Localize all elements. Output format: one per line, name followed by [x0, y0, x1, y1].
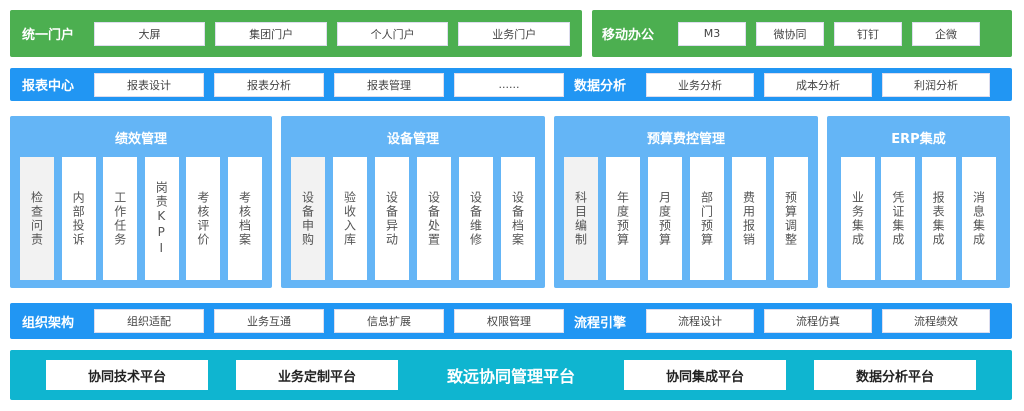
report-item[interactable]: ......	[454, 72, 564, 97]
mobile-item[interactable]: 钉钉	[834, 21, 902, 46]
analysis-item[interactable]: 利润分析	[882, 72, 990, 97]
module-item[interactable]: 业务集成	[841, 157, 875, 280]
portal-item[interactable]: 集团门户	[215, 21, 327, 46]
module-item[interactable]: 检查问责	[20, 157, 54, 280]
org-item[interactable]: 权限管理	[454, 309, 564, 333]
module-item[interactable]: 考核评价	[186, 157, 221, 280]
module-item[interactable]: 年度预算	[606, 157, 640, 280]
platform-bar: 协同技术平台 业务定制平台 致远协同管理平台 协同集成平台 数据分析平台	[10, 350, 1012, 400]
platform-item[interactable]: 协同集成平台	[624, 360, 786, 390]
module-title: ERP集成	[891, 132, 946, 147]
platform-item[interactable]: 业务定制平台	[236, 360, 398, 390]
portal-item[interactable]: 个人门户	[336, 21, 449, 46]
module-item[interactable]: 月度预算	[648, 157, 682, 280]
module-item[interactable]: 科目编制	[564, 157, 598, 280]
module-item[interactable]: 岗责KPI	[144, 157, 179, 280]
analysis-label: 数据分析	[574, 79, 627, 94]
module-item[interactable]: 消息集成	[961, 157, 996, 280]
platform-item[interactable]: 协同技术平台	[46, 360, 208, 390]
portal-item[interactable]: 业务门户	[458, 21, 570, 46]
mobile-item[interactable]: 微协同	[756, 21, 824, 46]
module-item[interactable]: 设备档案	[501, 157, 535, 280]
module-title: 预算费控管理	[646, 132, 725, 147]
module-item[interactable]: 设备异动	[375, 157, 409, 280]
module-item[interactable]: 费用报销	[732, 157, 766, 280]
flow-item[interactable]: 流程绩效	[882, 309, 990, 333]
org-item[interactable]: 组织适配	[94, 309, 204, 333]
module-performance: 绩效管理 检查问责 内部投诉 工作任务 岗责KPI 考核评价 考核档案	[10, 116, 272, 288]
flow-item[interactable]: 流程仿真	[764, 309, 872, 333]
module-title: 设备管理	[386, 132, 439, 147]
org-bar: 组织架构 组织适配 业务互通 信息扩展 权限管理 流程引擎 流程设计 流程仿真 …	[10, 303, 1012, 339]
module-item[interactable]: 验收入库	[333, 157, 367, 280]
analysis-item[interactable]: 业务分析	[646, 72, 754, 97]
mobile-label: 移动办公	[602, 28, 655, 43]
mobile-bar: 移动办公 M3 微协同 钉钉 企微	[592, 10, 1012, 57]
platform-title: 致远协同管理平台	[446, 367, 575, 386]
platform-item[interactable]: 数据分析平台	[814, 360, 976, 390]
report-item[interactable]: 报表管理	[334, 72, 444, 97]
mobile-item[interactable]: M3	[678, 21, 746, 46]
flow-label: 流程引擎	[574, 315, 627, 331]
module-item[interactable]: 报表集成	[921, 157, 956, 280]
module-equipment: 设备管理 设备申购 验收入库 设备异动 设备处置 设备维修 设备档案	[281, 116, 545, 288]
module-erp: ERP集成 业务集成 凭证集成 报表集成 消息集成	[827, 116, 1010, 288]
module-item[interactable]: 设备申购	[291, 157, 325, 280]
module-item[interactable]: 设备处置	[417, 157, 451, 280]
portal-item[interactable]: 大屏	[93, 21, 206, 46]
report-bar: 报表中心 报表设计 报表分析 报表管理 ...... 数据分析 业务分析 成本分…	[10, 68, 1012, 101]
report-item[interactable]: 报表设计	[94, 72, 204, 97]
module-title: 绩效管理	[114, 132, 167, 147]
module-item[interactable]: 预算调整	[774, 157, 808, 280]
portal-bar: 统一门户 大屏 集团门户 个人门户 业务门户	[10, 10, 582, 57]
org-item[interactable]: 信息扩展	[334, 309, 444, 333]
org-item[interactable]: 业务互通	[214, 309, 324, 333]
analysis-item[interactable]: 成本分析	[764, 72, 872, 97]
module-item[interactable]: 凭证集成	[881, 157, 916, 280]
flow-item[interactable]: 流程设计	[646, 309, 754, 333]
module-item[interactable]: 工作任务	[103, 157, 138, 280]
portal-label: 统一门户	[22, 28, 75, 43]
module-item[interactable]: 设备维修	[459, 157, 493, 280]
module-item[interactable]: 部门预算	[690, 157, 724, 280]
module-budget: 预算费控管理 科目编制 年度预算 月度预算 部门预算 费用报销 预算调整	[554, 116, 818, 288]
org-label: 组织架构	[22, 315, 75, 331]
module-item[interactable]: 考核档案	[227, 157, 262, 280]
mobile-item[interactable]: 企微	[912, 21, 980, 46]
report-label: 报表中心	[22, 79, 75, 94]
module-item[interactable]: 内部投诉	[61, 157, 96, 280]
report-item[interactable]: 报表分析	[214, 72, 324, 97]
